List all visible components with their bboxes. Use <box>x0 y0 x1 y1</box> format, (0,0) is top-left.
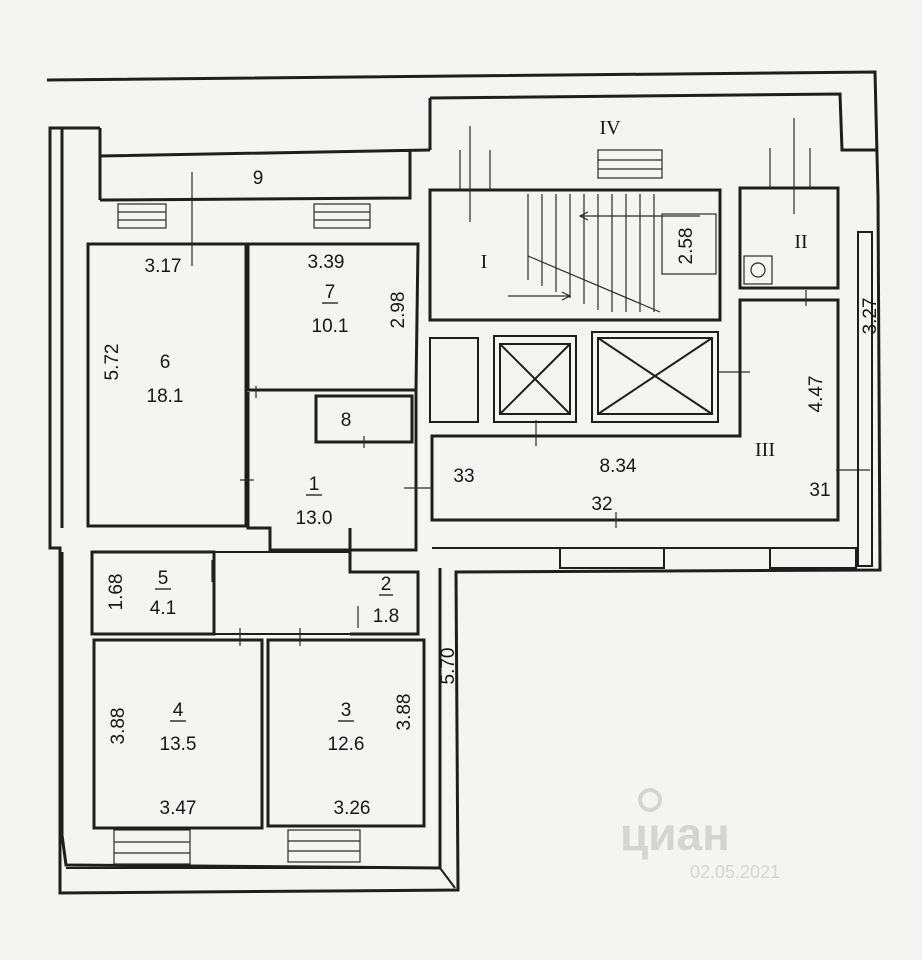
watermark-brand: циан <box>620 808 730 860</box>
pointer-lines <box>191 118 795 266</box>
common-33-label: 33 <box>453 466 474 487</box>
outer-wall <box>46 70 882 895</box>
room-1-area: 13.0 <box>296 508 333 529</box>
room-5-number: 5 <box>158 568 169 589</box>
dim-3-47: 3.47 <box>160 798 197 819</box>
dim-3-39: 3.39 <box>308 252 345 273</box>
vent-shaft <box>743 255 773 285</box>
dim-2-98: 2.98 <box>388 292 409 329</box>
dim-5-70: 5.70 <box>438 648 459 685</box>
watermark-code: 02.05.2021 <box>690 862 780 882</box>
corridor-doors <box>459 148 870 528</box>
room-4-outline <box>92 638 264 830</box>
common-iv-label: IV <box>599 117 621 139</box>
dim-2-58: 2.58 <box>676 228 697 265</box>
window-symbols-top <box>117 149 663 229</box>
room-2-area: 1.8 <box>373 606 399 627</box>
room-1-number: 1 <box>309 474 320 495</box>
corridor-iv-wall <box>428 92 878 152</box>
room-9-wall <box>98 128 431 202</box>
elevator-shafts <box>429 331 719 423</box>
door-marks <box>211 386 432 646</box>
room-5-area: 4.1 <box>150 598 176 619</box>
dim-3-26: 3.26 <box>334 798 371 819</box>
room-3-outline <box>266 638 426 828</box>
common-32-label: 32 <box>591 494 612 515</box>
dim-3-27: 3.27 <box>860 298 881 335</box>
room-8-number: 8 <box>341 410 352 431</box>
lower-facade <box>432 231 873 569</box>
room-6-area: 18.1 <box>147 386 184 407</box>
dim-4-47: 4.47 <box>806 376 827 413</box>
stair-treads <box>508 194 717 313</box>
dim-8-34: 8.34 <box>600 456 637 477</box>
room-7-number: 7 <box>325 282 336 303</box>
dim-1-68: 1.68 <box>106 574 127 611</box>
room-6-outline <box>86 242 248 528</box>
common-31-label: 31 <box>809 480 830 501</box>
stair-arrows <box>561 211 589 301</box>
dim-3-17: 3.17 <box>145 256 182 277</box>
room-5-outline <box>90 550 216 636</box>
room-8-outline <box>314 394 414 444</box>
outer-wall-inner <box>60 128 442 870</box>
common-iii-label: III <box>755 439 775 461</box>
room-3-number: 3 <box>341 700 352 721</box>
window-symbols-bottom <box>113 829 361 865</box>
room-6-number: 6 <box>160 352 171 373</box>
room-3-area: 12.6 <box>328 734 365 755</box>
stairwell-i <box>428 188 722 322</box>
room-4-area: 13.5 <box>160 734 197 755</box>
common-ii-label: II <box>794 231 807 253</box>
room-4-number: 4 <box>173 700 184 721</box>
room-7-area: 10.1 <box>312 316 349 337</box>
watermark: циан 02.05.2021 <box>620 788 780 882</box>
hall-divider <box>214 551 418 635</box>
dim-3-88-right: 3.88 <box>394 694 415 731</box>
dim-3-88-left: 3.88 <box>108 708 129 745</box>
corridor-iii <box>430 298 840 522</box>
dim-5-72: 5.72 <box>102 344 123 381</box>
room-2-number: 2 <box>381 574 392 595</box>
room-9-number: 9 <box>253 168 264 189</box>
common-i-label: I <box>481 251 488 273</box>
room-1-outline <box>246 390 418 552</box>
bottom-slab <box>66 867 456 889</box>
vestibule-ii <box>738 186 840 290</box>
